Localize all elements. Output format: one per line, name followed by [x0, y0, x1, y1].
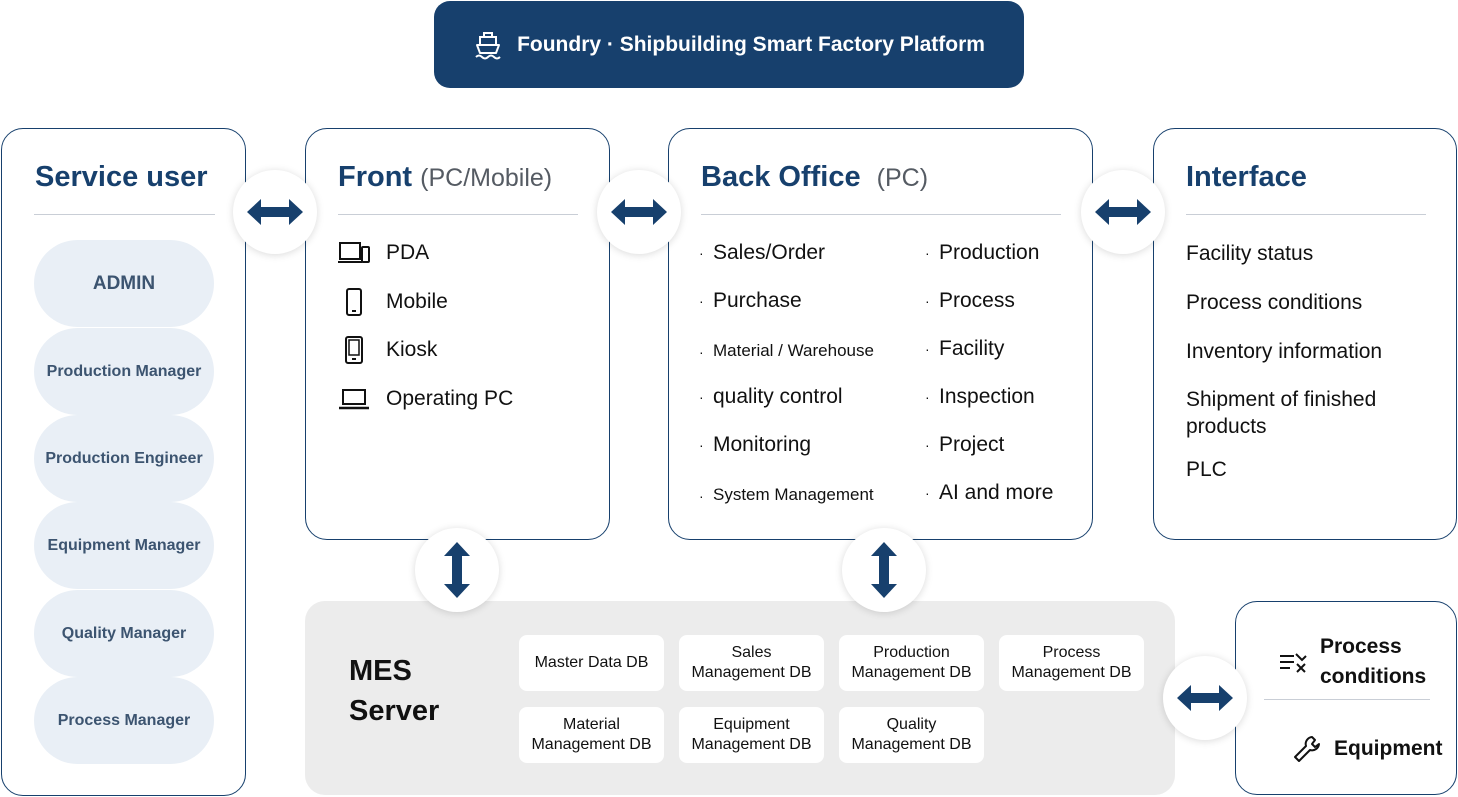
bo-item-material-warehouse: ·Material / Warehouse [699, 341, 874, 360]
equipment-item: Equipment [1292, 734, 1443, 764]
mes-title-line1: MES [349, 655, 412, 687]
platform-title-banner: Foundry · Shipbuilding Smart Factory Pla… [434, 1, 1024, 88]
front-item-pda: PDA [338, 239, 429, 267]
front-item-label: PDA [386, 241, 430, 264]
wrench-icon [1294, 736, 1320, 762]
divider [338, 214, 578, 215]
list-check-icon [1280, 653, 1307, 673]
bo-item-inspection: ·Inspection [925, 385, 1035, 408]
pda-icon [338, 239, 370, 267]
divider [1186, 214, 1426, 215]
interface-panel: Interface Facility status Process condit… [1153, 128, 1457, 540]
front-title-text: Front [338, 161, 413, 193]
service-user-title: Service user [35, 161, 208, 193]
bo-item-purchase: ·Purchase [699, 289, 802, 312]
process-conditions-label: Process conditions [1320, 632, 1426, 692]
bo-item-label: Project [939, 433, 1005, 456]
bo-item-label: Monitoring [713, 433, 812, 456]
db-master-data: Master Data DB [519, 635, 664, 691]
equipment-label: Equipment [1334, 737, 1443, 760]
external-systems-panel: Process conditions Equipment [1235, 601, 1457, 795]
ship-icon [475, 31, 501, 59]
role-admin: ADMIN [34, 240, 214, 327]
bo-item-label: Material / Warehouse [713, 341, 874, 360]
db-production-management: Production Management DB [839, 635, 984, 691]
db-process-management: Process Management DB [999, 635, 1144, 691]
front-item-label: Mobile [386, 290, 448, 313]
process-conditions-line2: conditions [1320, 665, 1427, 688]
service-user-panel: Service user ADMIN Production Manager Pr… [1, 128, 246, 796]
arrow-mes-external [1163, 656, 1247, 740]
double-arrow-horizontal-icon [1177, 685, 1233, 711]
bo-item-label: Purchase [713, 289, 802, 312]
interface-item-process-conditions: Process conditions [1186, 291, 1363, 314]
divider [1264, 699, 1430, 700]
role-production-engineer: Production Engineer [34, 415, 214, 502]
bo-item-label: Facility [939, 337, 1005, 360]
front-item-operating-pc: Operating PC [338, 385, 513, 413]
double-arrow-vertical-icon [444, 542, 470, 598]
divider [34, 214, 215, 215]
bo-item-system-management: ·System Management [699, 485, 874, 504]
bo-item-label: Inspection [939, 385, 1035, 408]
kiosk-icon [338, 336, 370, 364]
db-equipment-management: Equipment Management DB [679, 707, 824, 763]
mes-server-box: MES Server Master Data DB Sales Manageme… [305, 601, 1175, 795]
front-item-kiosk: Kiosk [338, 336, 437, 364]
bo-item-label: Production [939, 241, 1040, 264]
role-equipment-manager: Equipment Manager [34, 502, 214, 589]
platform-title: Foundry · Shipbuilding Smart Factory Pla… [517, 32, 985, 56]
front-item-label: Operating PC [386, 387, 514, 410]
bo-item-production: ·Production [925, 241, 1040, 264]
back-office-title: Back Office (PC) [701, 161, 928, 194]
role-production-manager: Production Manager [34, 328, 214, 415]
mes-title-line2: Server [349, 695, 440, 727]
double-arrow-vertical-icon [871, 542, 897, 598]
double-arrow-horizontal-icon [247, 199, 303, 225]
interface-item-facility-status: Facility status [1186, 242, 1314, 265]
mes-server-title: MES Server [349, 651, 439, 731]
interface-item-plc: PLC [1186, 458, 1227, 481]
bo-item-label: quality control [713, 385, 843, 408]
front-panel: Front (PC/Mobile) PDA Mobile Kiosk Opera… [305, 128, 610, 540]
bo-item-project: ·Project [925, 433, 1005, 456]
bo-item-monitoring: ·Monitoring [699, 433, 812, 456]
bo-item-label: Process [939, 289, 1015, 312]
back-office-panel: Back Office (PC) ·Sales/Order ·Purchase … [668, 128, 1093, 540]
bo-item-process: ·Process [925, 289, 1015, 312]
arrow-backoffice-interface [1081, 170, 1165, 254]
bo-item-label: AI and more [939, 481, 1054, 504]
arrow-front-backoffice [597, 170, 681, 254]
interface-title: Interface [1186, 161, 1307, 193]
arrow-user-front [233, 170, 317, 254]
db-quality-management: Quality Management DB [839, 707, 984, 763]
db-material-management: Material Management DB [519, 707, 664, 763]
bo-item-label: Sales/Order [713, 241, 826, 264]
laptop-icon [338, 385, 370, 413]
bo-item-sales-order: ·Sales/Order [699, 241, 826, 264]
bo-item-facility: ·Facility [925, 337, 1005, 360]
role-process-manager: Process Manager [34, 677, 214, 764]
bo-item-quality-control: ·quality control [699, 385, 843, 408]
front-subtitle: (PC/Mobile) [420, 164, 553, 192]
back-office-title-text: Back Office [701, 161, 861, 193]
process-conditions-item: Process conditions [1278, 632, 1426, 692]
divider [701, 214, 1061, 215]
arrow-backoffice-mes [842, 528, 926, 612]
double-arrow-horizontal-icon [1095, 199, 1151, 225]
mobile-icon [338, 288, 370, 316]
back-office-subtitle: (PC) [876, 164, 929, 192]
bo-item-ai-and-more: ·AI and more [925, 481, 1054, 504]
interface-item-shipment: Shipment of finished products [1186, 388, 1377, 438]
double-arrow-horizontal-icon [611, 199, 667, 225]
db-sales-management: Sales Management DB [679, 635, 824, 691]
process-conditions-line1: Process [1320, 635, 1402, 658]
role-quality-manager: Quality Manager [34, 590, 214, 677]
arrow-front-mes [415, 528, 499, 612]
bo-item-label: System Management [713, 485, 874, 504]
interface-item-inventory: Inventory information [1186, 340, 1383, 363]
front-title: Front (PC/Mobile) [338, 161, 552, 194]
front-item-label: Kiosk [386, 338, 438, 361]
front-item-mobile: Mobile [338, 288, 448, 316]
